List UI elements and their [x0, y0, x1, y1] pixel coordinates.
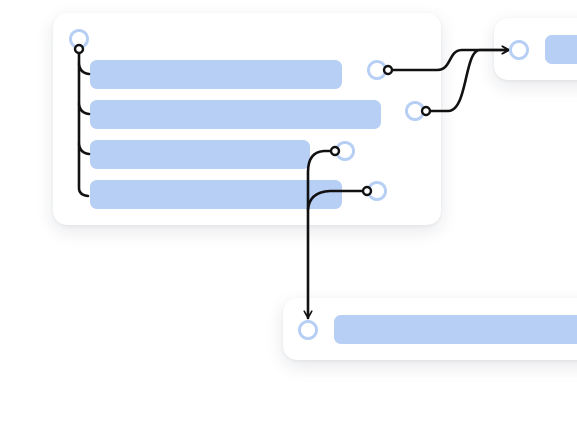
target-right-row-1-bar[interactable]: [545, 35, 577, 64]
source-row-1-bar[interactable]: [90, 60, 342, 89]
target-bottom-row-1-bar[interactable]: [334, 315, 577, 344]
target-node-card-bottom[interactable]: [283, 298, 577, 360]
source-row-4-bar[interactable]: [90, 180, 342, 209]
source-row-2-bar[interactable]: [90, 100, 381, 129]
target-node-card-right[interactable]: [494, 18, 577, 80]
source-row-3-bar[interactable]: [90, 140, 310, 169]
source-node-card[interactable]: [53, 13, 441, 225]
